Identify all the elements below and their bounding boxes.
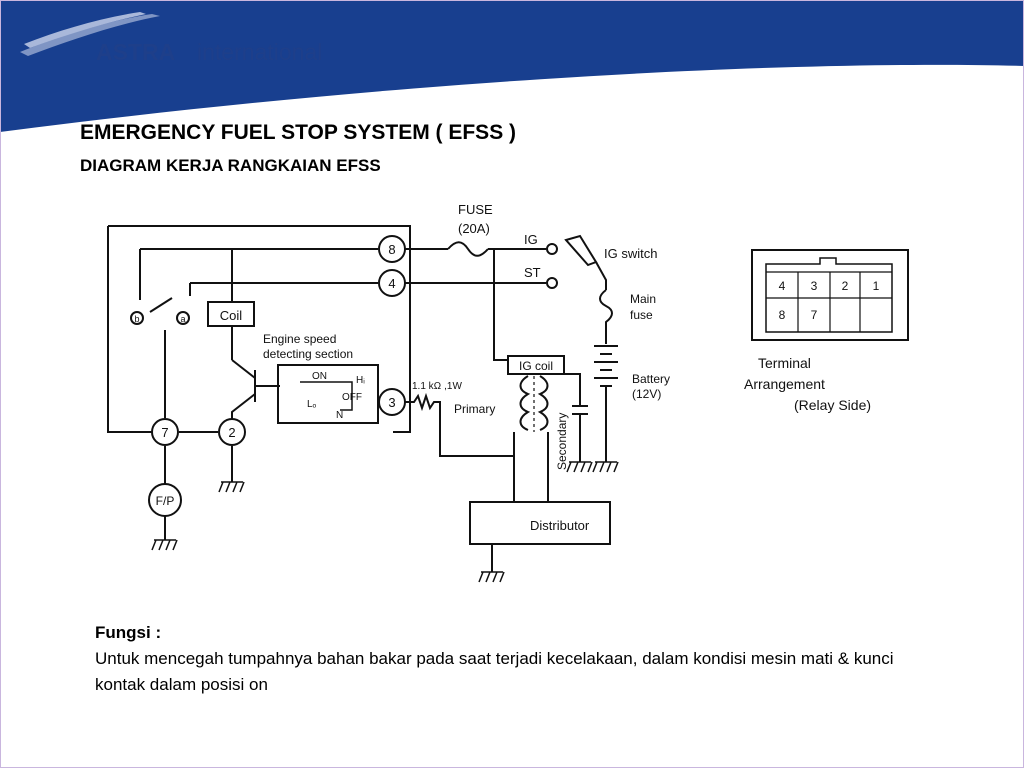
engine-speed-n: N <box>336 410 343 421</box>
relay-contact-a <box>176 311 190 325</box>
fuel-pump <box>148 483 182 517</box>
relay-contact-a-label: a <box>180 314 185 324</box>
ground-fp <box>151 539 178 551</box>
distributor <box>469 501 611 545</box>
coil-secondary-winding <box>537 375 549 431</box>
ig-switch-label: IG switch <box>604 246 657 261</box>
ig-coil-label: IG coil <box>519 359 553 373</box>
coil-primary-label: Primary <box>454 402 495 416</box>
page-title: EMERGENCY FUEL STOP SYSTEM ( EFSS ) <box>80 121 517 144</box>
relay-coil <box>207 301 255 327</box>
engine-speed-box <box>277 364 379 424</box>
terminal-3-label: 3 <box>388 395 395 410</box>
transistor-emitter <box>231 393 256 420</box>
logo-suffix: international <box>197 39 322 65</box>
relay-terminal-key <box>765 257 893 333</box>
ig-switch <box>564 234 598 267</box>
terminal-arrangement-label-3: (Relay Side) <box>794 397 871 413</box>
ground-distributor <box>478 571 505 583</box>
logo-brand: ASTRA <box>96 39 175 65</box>
relay-terminal-grid <box>766 271 892 332</box>
ground-terminal-2 <box>218 481 245 493</box>
transistor-collector <box>231 359 256 379</box>
relay-pin-7: 7 <box>811 308 818 322</box>
efss-circuit-diagram: b a Coil Engine speed detecting section … <box>107 202 909 583</box>
terminal-2 <box>218 418 246 446</box>
ground-capacitor <box>566 461 593 473</box>
relay-coil-label: Coil <box>220 308 243 323</box>
fungsi-section: Fungsi : Untuk mencegah tumpahnya bahan … <box>95 620 915 698</box>
engine-speed-label-2: detecting section <box>263 347 353 361</box>
st-label: ST <box>524 265 541 280</box>
main-fuse <box>599 289 613 344</box>
fungsi-label: Fungsi : <box>95 623 162 642</box>
relay-terminal-block <box>751 249 909 341</box>
fuse-label: FUSE <box>458 202 493 217</box>
relay-contact-b <box>130 311 144 325</box>
distributor-label: Distributor <box>530 518 590 533</box>
resistor-label: 1.1 kΩ ,1W <box>412 381 462 392</box>
engine-speed-label-1: Engine speed <box>263 332 336 346</box>
relay-switch-blade <box>149 297 173 313</box>
relay-pin-4: 4 <box>779 279 786 293</box>
terminal-7-label: 7 <box>161 425 168 440</box>
battery-label-1: Battery <box>632 372 670 386</box>
header-swoosh <box>0 0 1024 132</box>
terminal-arrangement-label-2: Arrangement <box>744 376 825 392</box>
wire-top-outer <box>108 225 411 433</box>
page-subtitle: DIAGRAM KERJA RANGKAIAN EFSS <box>80 156 381 175</box>
relay-pin-2: 2 <box>842 279 849 293</box>
header-stripe-2 <box>24 12 146 48</box>
wire-fuse-igcoil <box>493 249 510 361</box>
header-banner: ASTRA international <box>0 0 1024 132</box>
engine-speed-on: ON <box>312 371 327 382</box>
fungsi-text: Untuk mencegah tumpahnya bahan bakar pad… <box>95 649 894 694</box>
fuse-20a <box>447 241 489 257</box>
wire-coil-distributor <box>513 432 549 502</box>
relay-contact-b-label: b <box>134 314 139 324</box>
capacitor <box>564 373 588 462</box>
relay-pin-8: 8 <box>779 308 786 322</box>
coil-secondary-label: Secondary <box>555 413 569 470</box>
st-contact <box>546 277 558 289</box>
engine-speed-hi: Hᵢ <box>356 375 365 386</box>
relay-pin-1: 1 <box>873 279 880 293</box>
resistor <box>405 392 515 457</box>
engine-speed-lo: Lₒ <box>307 399 317 410</box>
wire-outer-left <box>107 226 163 433</box>
terminal-2-label: 2 <box>228 425 235 440</box>
coil-primary-winding <box>519 375 531 431</box>
header-stripe-1 <box>20 14 160 56</box>
fuse-rating: (20A) <box>458 221 490 236</box>
main-fuse-label-1: Main <box>630 292 656 306</box>
battery <box>594 345 618 462</box>
relay-pin-3: 3 <box>811 279 818 293</box>
ig-label: IG <box>524 232 538 247</box>
terminal-4-label: 4 <box>388 276 395 291</box>
terminal-7 <box>151 418 179 446</box>
ground-battery <box>592 461 619 473</box>
battery-label-2: (12V) <box>632 387 661 401</box>
terminal-8-label: 8 <box>388 242 395 257</box>
ig-coil <box>507 355 565 375</box>
engine-speed-step <box>300 381 353 411</box>
ig-contact <box>546 243 558 255</box>
wire-switch-down-right <box>595 261 607 290</box>
astra-logo: ASTRA international <box>96 39 322 65</box>
fuel-pump-label: F/P <box>156 494 175 508</box>
terminal-arrangement-label-1: Terminal <box>758 355 811 371</box>
main-fuse-label-2: fuse <box>630 308 653 322</box>
